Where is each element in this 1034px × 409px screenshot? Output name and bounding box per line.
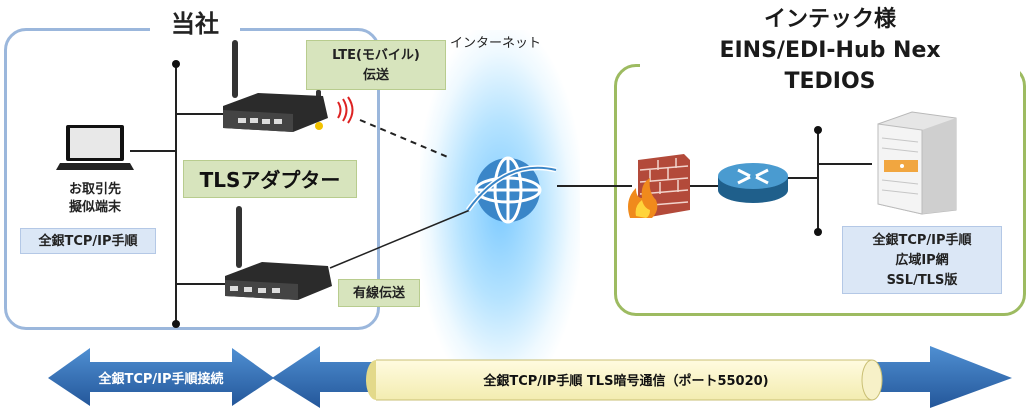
bottom-arrows <box>48 346 1012 408</box>
client-protocol-tag: 全銀TCP/IP手順 <box>20 228 156 254</box>
server-icon <box>877 111 957 215</box>
lte-tag: LTE(モバイル) 伝送 <box>306 40 446 90</box>
router-bottom-link <box>176 283 226 285</box>
wireless-signal-icon <box>337 96 354 124</box>
firewall-icon <box>628 154 690 218</box>
router-top-link <box>176 113 226 115</box>
wired-tag: 有線伝送 <box>338 279 420 307</box>
client-label-line2: 擬似端末 <box>68 200 121 215</box>
lan-backbone-left <box>175 64 177 326</box>
globe-icon <box>466 156 557 224</box>
left-arrow-label: 全銀TCP/IP手順接続 <box>98 372 224 387</box>
lte-tag-line1: LTE(モバイル) <box>332 48 420 63</box>
server-tag-line1: 全銀TCP/IP手順 <box>872 233 972 248</box>
lan-end-dot <box>172 320 180 328</box>
left-double-arrow <box>48 348 274 406</box>
server-protocol-tag: 全銀TCP/IP手順 広域IP網 SSL/TLS版 <box>842 226 1002 294</box>
router-wired-icon <box>225 206 332 300</box>
right-title-line1: インテック様 <box>640 4 1020 35</box>
internet-label: インターネット <box>450 36 542 51</box>
laptop-icon <box>56 125 134 170</box>
client-label: お取引先 擬似端末 <box>40 181 150 217</box>
right-title-line3: TEDIOS <box>640 66 1020 97</box>
router-lte-icon <box>223 40 328 132</box>
right-title-line2: EINS/EDI-Hub Nex <box>640 35 1020 66</box>
server-tag-line2: 広域IP網 <box>895 253 949 268</box>
laptop-link <box>130 150 176 152</box>
company-title-right: インテック様 EINS/EDI-Hub Nex TEDIOS <box>640 4 1020 97</box>
router-icon <box>718 163 788 203</box>
lan-end-dot <box>172 60 180 68</box>
company-title-left: 当社 <box>150 8 240 40</box>
adapter-label: TLSアダプター <box>183 160 357 198</box>
server-tag-line3: SSL/TLS版 <box>886 273 958 288</box>
client-label-line1: お取引先 <box>68 182 121 197</box>
right-arrow-label: 全銀TCP/IP手順 TLS暗号通信（ポート55020) <box>483 374 769 389</box>
lte-tag-line2: 伝送 <box>362 68 389 83</box>
